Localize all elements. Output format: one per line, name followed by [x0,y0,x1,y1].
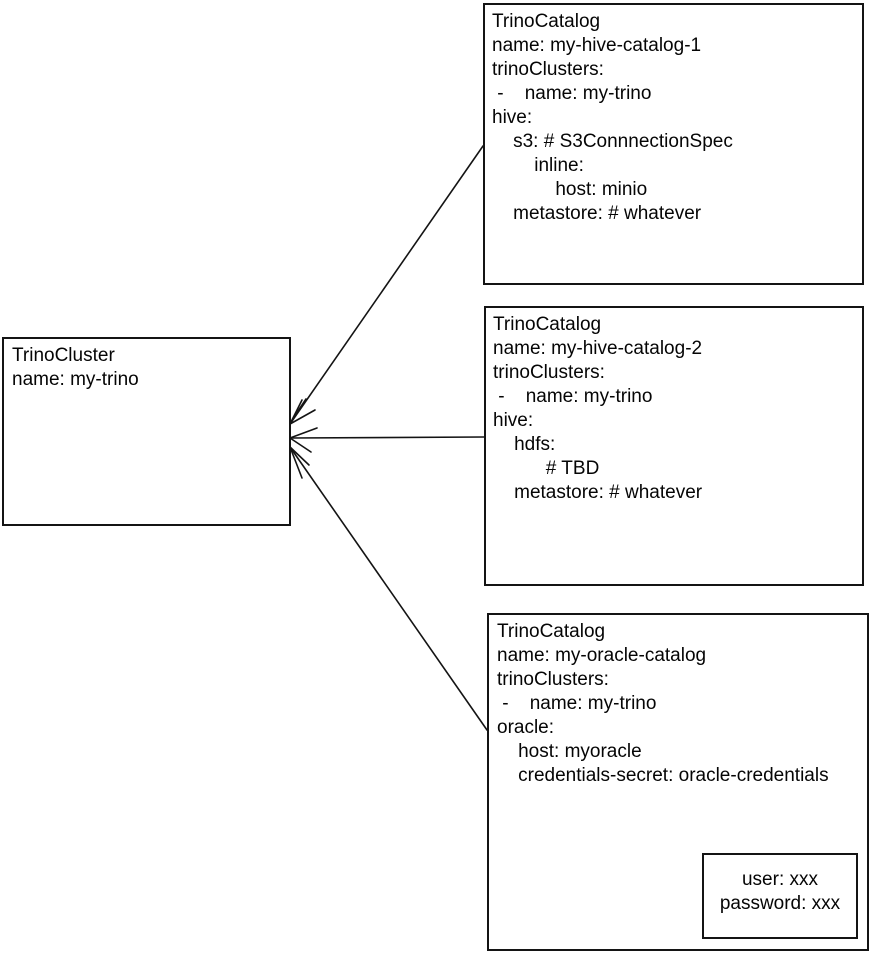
yaml-line: name: my-hive-catalog-2 [493,338,703,359]
yaml-line: - name: my-trino [493,386,653,407]
secret-password-line: password: xxx [719,893,841,914]
connector-arrow-catalog-1 [289,145,484,425]
cluster-title-line: TrinoCluster [12,345,115,366]
yaml-line: metastore: # whatever [493,482,703,503]
yaml-line: host: minio [492,179,648,200]
yaml-line: trinoClusters: [497,669,609,690]
yaml-line: name: my-oracle-catalog [497,645,707,666]
trino-catalog-box-hive-2: TrinoCatalog name: my-hive-catalog-2 tri… [484,306,864,586]
yaml-line: metastore: # whatever [492,203,702,224]
secret-user-line: user: xxx [741,869,819,890]
yaml-line: hdfs: [493,434,556,455]
yaml-line: credentials-secret: oracle-credentials [497,765,829,786]
yaml-line: hive: [492,107,533,128]
yaml-line: TrinoCatalog [493,314,602,335]
credentials-secret-box: user: xxx password: xxx [702,853,858,939]
cluster-name-line: name: my-trino [12,369,139,390]
connector-arrow-catalog-2 [289,427,485,453]
trino-cluster-box: TrinoCluster name: my-trino [2,337,291,526]
yaml-line: oracle: [497,717,555,738]
yaml-line: - name: my-trino [497,693,657,714]
trino-catalog-box-hive-1: TrinoCatalog name: my-hive-catalog-1 tri… [483,3,864,285]
yaml-line: TrinoCatalog [492,11,601,32]
connector-arrow-catalog-3 [289,446,488,731]
yaml-line: s3: # S3ConnnectionSpec [492,131,733,152]
yaml-line: - name: my-trino [492,83,652,104]
yaml-line: trinoClusters: [492,59,604,80]
yaml-line: name: my-hive-catalog-1 [492,35,702,56]
trino-catalog-box-oracle: TrinoCatalog name: my-oracle-catalog tri… [487,613,869,951]
yaml-line: # TBD [493,458,600,479]
yaml-line: trinoClusters: [493,362,605,383]
yaml-line: inline: [492,155,584,176]
yaml-line: host: myoracle [497,741,642,762]
yaml-line: TrinoCatalog [497,621,606,642]
yaml-line: hive: [493,410,534,431]
